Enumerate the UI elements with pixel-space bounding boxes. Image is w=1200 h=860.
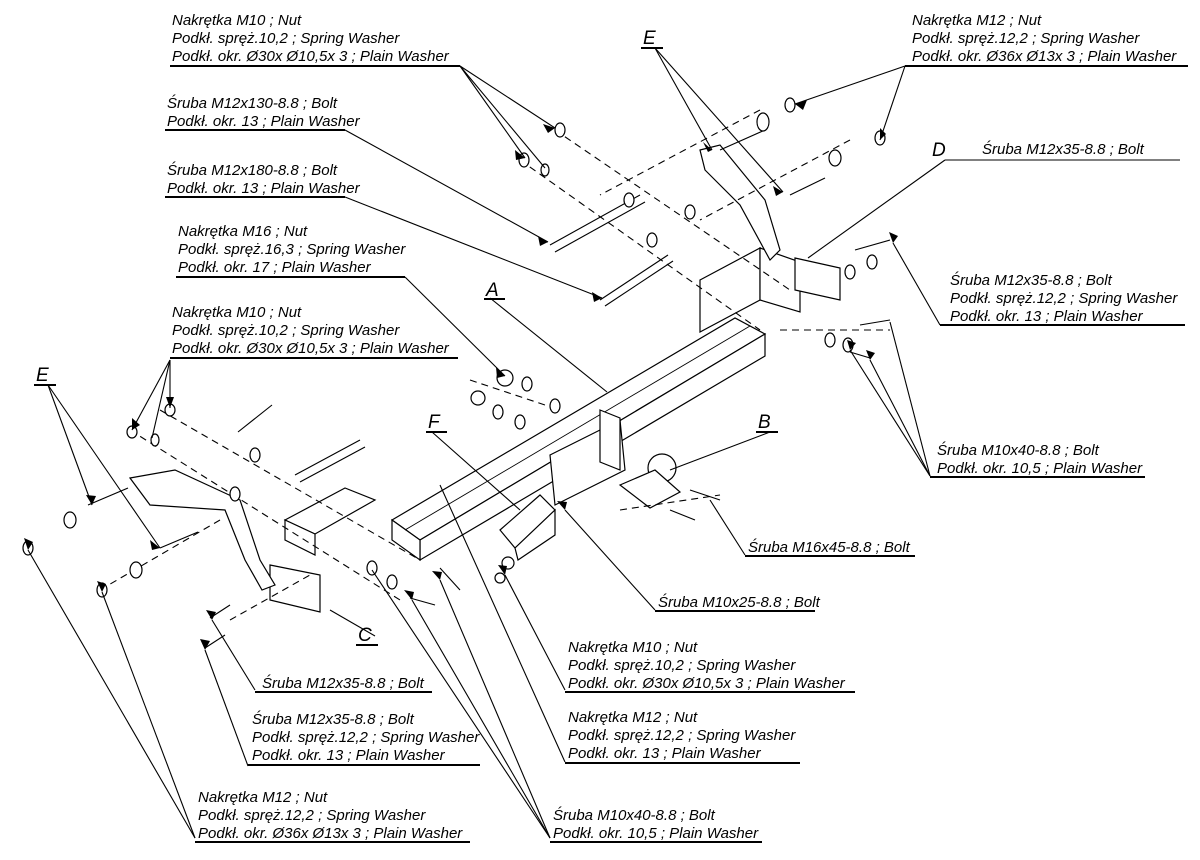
callout-line: Śruba M12x35-8.8 ; Bolt bbox=[982, 140, 1145, 158]
tag-d: D bbox=[932, 140, 946, 161]
callout-line: Nakrętka M12 ; Nut bbox=[912, 12, 1042, 29]
callout-line: Nakrętka M10 ; Nut bbox=[568, 639, 698, 656]
callout-line: Śruba M12x35-8.8 ; Bolt bbox=[950, 271, 1113, 289]
callout-line: Podkł. spręż.12,2 ; Spring Washer bbox=[252, 729, 480, 746]
callout-line: Podkł. spręż.12,2 ; Spring Washer bbox=[568, 727, 796, 744]
callout-bolt-m12x130: Śruba M12x130-8.8 ; Bolt Podkł. okr. 13 … bbox=[165, 94, 361, 131]
callout-line: Podkł. okr. Ø36x Ø13x 3 ; Plain Washer bbox=[912, 48, 1177, 65]
callout-line: Podkł. okr. 10,5 ; Plain Washer bbox=[553, 825, 759, 842]
callout-line: Nakrętka M16 ; Nut bbox=[178, 223, 308, 240]
callout-line: Podkł. spręż.12,2 ; Spring Washer bbox=[198, 807, 426, 824]
callout-line: Śruba M12x180-8.8 ; Bolt bbox=[167, 161, 338, 179]
callout-top-right-nut-m12: Nakrętka M12 ; Nut Podkł. spręż.12,2 ; S… bbox=[905, 12, 1188, 67]
callout-line: Podkł. spręż.12,2 ; Spring Washer bbox=[950, 290, 1178, 307]
callout-line: Śruba M10x25-8.8 ; Bolt bbox=[658, 593, 821, 611]
callout-labels: Nakrętka M10 ; Nut Podkł. spręż.10,2 ; S… bbox=[165, 12, 1188, 843]
callout-line: Śruba M10x40-8.8 ; Bolt bbox=[553, 806, 716, 824]
short-bolts bbox=[204, 239, 891, 649]
callout-line: Śruba M12x35-8.8 ; Bolt bbox=[262, 674, 425, 692]
drawing-parts bbox=[22, 97, 891, 649]
socket-plate-f bbox=[499, 494, 556, 561]
callout-line: Podkł. okr. 13 ; Plain Washer bbox=[167, 113, 361, 130]
callout-line: Nakrętka M12 ; Nut bbox=[568, 709, 698, 726]
left-bracket-c bbox=[128, 469, 377, 613]
callout-line: Podkł. spręż.10,2 ; Spring Washer bbox=[568, 657, 796, 674]
callout-line: Podkł. spręż.10,2 ; Spring Washer bbox=[172, 30, 400, 47]
callout-line: Podkł. okr. Ø30x Ø10,5x 3 ; Plain Washer bbox=[172, 48, 450, 65]
callout-line: Nakrętka M10 ; Nut bbox=[172, 12, 302, 29]
callout-line: Podkł. okr. 10,5 ; Plain Washer bbox=[937, 460, 1143, 477]
callout-right-bolt-m12x35-set: Śruba M12x35-8.8 ; Bolt Podkł. spręż.12,… bbox=[940, 271, 1185, 326]
callout-center-nut-m10: Nakrętka M10 ; Nut Podkł. spręż.10,2 ; S… bbox=[565, 639, 855, 693]
callout-line: Nakrętka M12 ; Nut bbox=[198, 789, 328, 806]
callout-mid-left-nut-m10: Nakrętka M10 ; Nut Podkł. spręż.10,2 ; S… bbox=[170, 304, 458, 359]
assembly-axes bbox=[99, 109, 890, 621]
callout-line: Podkł. okr. 13 ; Plain Washer bbox=[950, 308, 1144, 325]
callout-line: Śruba M12x130-8.8 ; Bolt bbox=[167, 94, 338, 112]
callout-top-left-nut-m10: Nakrętka M10 ; Nut Podkł. spręż.10,2 ; S… bbox=[170, 12, 460, 67]
callout-line: Podkł. okr. 13 ; Plain Washer bbox=[167, 180, 361, 197]
part-tags: A B C D E E F bbox=[34, 28, 946, 646]
callout-line: Podkł. okr. Ø30x Ø10,5x 3 ; Plain Washer bbox=[172, 340, 450, 357]
callout-bolt-m16x45: Śruba M16x45-8.8 ; Bolt bbox=[745, 538, 915, 557]
callout-bottom-left-nut-m12: Nakrętka M12 ; Nut Podkł. spręż.12,2 ; S… bbox=[195, 789, 470, 843]
callout-line: Nakrętka M10 ; Nut bbox=[172, 304, 302, 321]
callout-center-nut-m12: Nakrętka M12 ; Nut Podkł. spręż.12,2 ; S… bbox=[565, 709, 800, 764]
callout-bolt-m12x180: Śruba M12x180-8.8 ; Bolt Podkł. okr. 13 … bbox=[165, 161, 361, 198]
callout-left-bolt-m12x35: Śruba M12x35-8.8 ; Bolt bbox=[255, 674, 432, 693]
callout-bolt-m10x25: Śruba M10x25-8.8 ; Bolt bbox=[655, 593, 821, 612]
tag-e-top: E bbox=[643, 28, 656, 49]
callout-line: Śruba M10x40-8.8 ; Bolt bbox=[937, 441, 1100, 459]
tag-a: A bbox=[485, 280, 499, 301]
tag-c: C bbox=[358, 625, 372, 646]
long-bolts bbox=[87, 129, 826, 549]
callout-left-bolt-m12x35-set: Śruba M12x35-8.8 ; Bolt Podkł. spręż.12,… bbox=[248, 710, 480, 766]
callout-line: Podkł. spręż.10,2 ; Spring Washer bbox=[172, 322, 400, 339]
callout-line: Podkł. okr. 17 ; Plain Washer bbox=[178, 259, 372, 276]
callout-line: Podkł. okr. Ø36x Ø13x 3 ; Plain Washer bbox=[198, 825, 463, 842]
callout-line: Śruba M12x35-8.8 ; Bolt bbox=[252, 710, 415, 728]
callout-line: Podkł. spręż.12,2 ; Spring Washer bbox=[912, 30, 1140, 47]
callout-bottom-center-bolt-m10x40: Śruba M10x40-8.8 ; Bolt Podkł. okr. 10,5… bbox=[550, 806, 762, 843]
callout-line: Podkł. okr. 13 ; Plain Washer bbox=[252, 747, 446, 764]
tag-f: F bbox=[428, 412, 441, 433]
ball-mount-b bbox=[549, 409, 682, 509]
callout-line: Podkł. okr. Ø30x Ø10,5x 3 ; Plain Washer bbox=[568, 675, 846, 692]
callout-right-bolt-m10x40: Śruba M10x40-8.8 ; Bolt Podkł. okr. 10,5… bbox=[930, 441, 1145, 478]
callout-line: Śruba M16x45-8.8 ; Bolt bbox=[748, 538, 911, 556]
callout-line: Podkł. okr. 13 ; Plain Washer bbox=[568, 745, 762, 762]
right-bracket-d bbox=[699, 144, 841, 333]
arrow-heads bbox=[24, 100, 898, 650]
tag-e-left: E bbox=[36, 365, 49, 386]
callout-line: Podkł. spręż.16,3 ; Spring Washer bbox=[178, 241, 406, 258]
callout-right-bolt-m12x35: Śruba M12x35-8.8 ; Bolt bbox=[982, 140, 1145, 158]
tag-b: B bbox=[758, 412, 771, 433]
callout-nut-m16: Nakrętka M16 ; Nut Podkł. spręż.16,3 ; S… bbox=[176, 223, 406, 278]
